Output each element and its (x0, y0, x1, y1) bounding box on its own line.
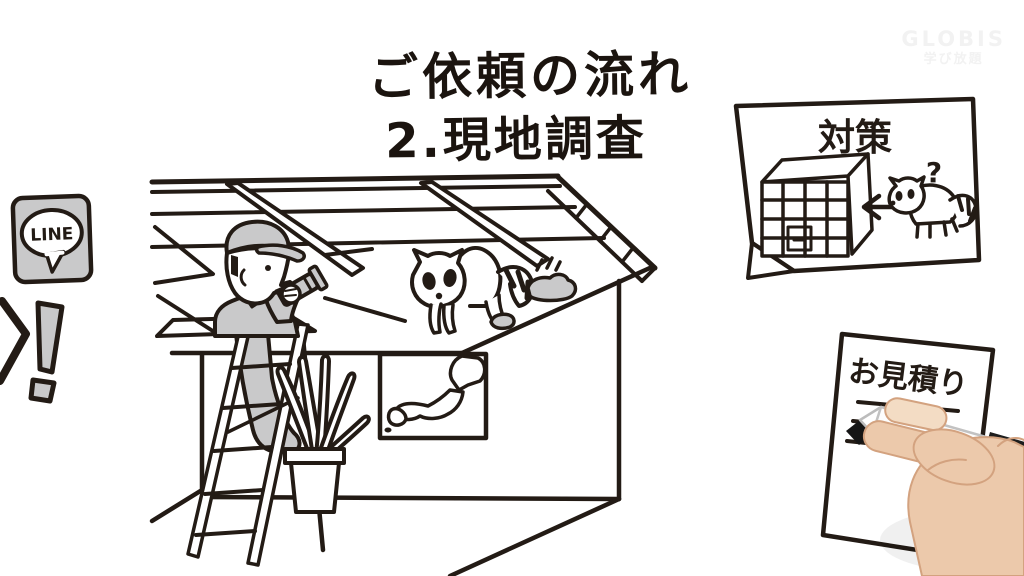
sign-title: 対策 (818, 116, 892, 159)
rafter-beam (225, 181, 365, 277)
plant-pot-rim (283, 447, 346, 465)
droppings (489, 256, 578, 331)
worker-hair (231, 255, 238, 277)
roof-structure (149, 173, 658, 285)
map-kyushu (386, 406, 408, 427)
map-okinawa (384, 427, 392, 433)
worker-ear (239, 268, 247, 287)
hand-with-marker (846, 397, 1024, 576)
worker-eye (265, 265, 271, 271)
line-icon-label: LINE (30, 224, 74, 245)
flashlight-beam (323, 247, 407, 323)
partial-cross-mark (0, 297, 30, 385)
line-icon: LINE (10, 193, 94, 285)
rafter-beam (419, 180, 550, 268)
thumb (912, 428, 996, 486)
countermeasure-sign: 対策 (733, 96, 982, 280)
trap-cage-icon (760, 152, 874, 258)
raccoon-attic (410, 246, 535, 335)
exclamation-mark (28, 300, 65, 404)
worker-cap-brim (254, 243, 306, 263)
worker-with-flashlight (213, 219, 329, 338)
raccoon-head (410, 248, 467, 309)
potted-plant (275, 354, 371, 514)
globis-watermark: GLOBIS 学び放題 (901, 26, 1006, 69)
japan-map-frame (377, 351, 489, 441)
watermark-service: 学び放題 (923, 52, 984, 68)
map-hokkaido (448, 354, 487, 392)
plant-pot (289, 461, 341, 514)
cutaway-break (153, 225, 215, 285)
watermark-brand: GLOBIS (901, 27, 1006, 51)
worker-hand (280, 283, 302, 305)
raccoon-small-icon: ? (887, 156, 978, 239)
question-mark: ? (926, 156, 942, 189)
